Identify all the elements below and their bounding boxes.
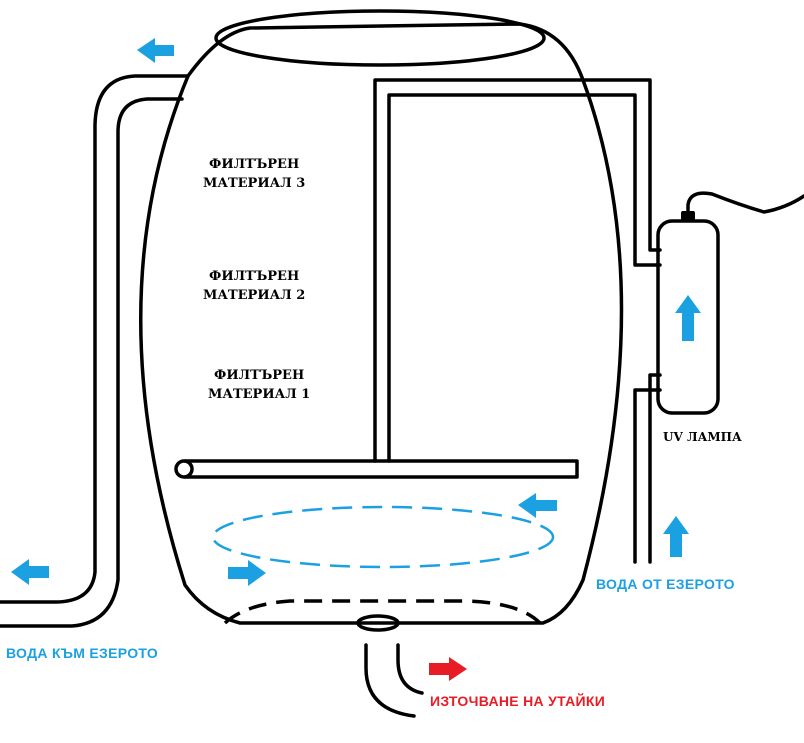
filter-material-1-line2: МАТЕРИАЛ 1 [208,387,311,402]
filter-material-3-line2: МАТЕРИАЛ 3 [203,176,306,191]
barrel-top-opening [214,9,546,67]
outlet-pipe-inner [0,97,184,628]
uv-lamp-plug [681,211,695,221]
arrow-inlet-up [663,516,689,557]
outlet-pipe-outer [0,74,190,604]
uv-lamp-label: UV ЛАМПА [663,430,742,444]
filter-material-3-label: ФИЛТЪРЕН МАТЕРИАЛ 3 [203,155,305,193]
drain-pipe-outer [364,643,416,718]
uv-inlet-pipe-inner [633,388,662,564]
drain-pipe-inner [396,643,424,695]
sediment-line [223,599,542,625]
sludge-drain-label: ИЗТОЧВАНЕ НА УТАЙКИ [430,693,606,709]
flow-arrows [11,38,701,586]
inner-pipe-outer [373,78,662,463]
arrow-swirl-right [228,560,266,586]
arrow-outlet-left [11,559,49,585]
filter-material-3-line1: ФИЛТЪРЕН [209,157,300,172]
filter-material-2-label: ФИЛТЪРЕН МАТЕРИАЛ 2 [203,267,305,305]
filter-material-2-line1: ФИЛТЪРЕН [209,269,300,284]
inner-pipe-inner [387,93,662,463]
filter-material-2-line2: МАТЕРИАЛ 2 [203,288,306,303]
filter-material-1-line1: ФИЛТЪРЕН [214,368,305,383]
water-to-lake-label: ВОДА КЪМ ЕЗЕРОТО [6,645,159,661]
arrow-outlet-top-left [137,38,174,63]
drain-hole [356,614,400,632]
distribution-bar [183,459,579,479]
water-from-lake-label: ВОДА ОТ ЕЗЕРОТО [596,576,735,592]
distribution-bar-cap [174,459,194,479]
filter-material-1-label: ФИЛТЪРЕН МАТЕРИАЛ 1 [208,366,310,404]
arrow-swirl-left [518,493,557,518]
arrow-uv-up [675,295,701,341]
barrel-body [139,22,624,625]
arrow-sludge-right [429,657,467,681]
uv-lamp-cable [686,191,804,216]
water-swirl-ellipse [211,505,555,569]
